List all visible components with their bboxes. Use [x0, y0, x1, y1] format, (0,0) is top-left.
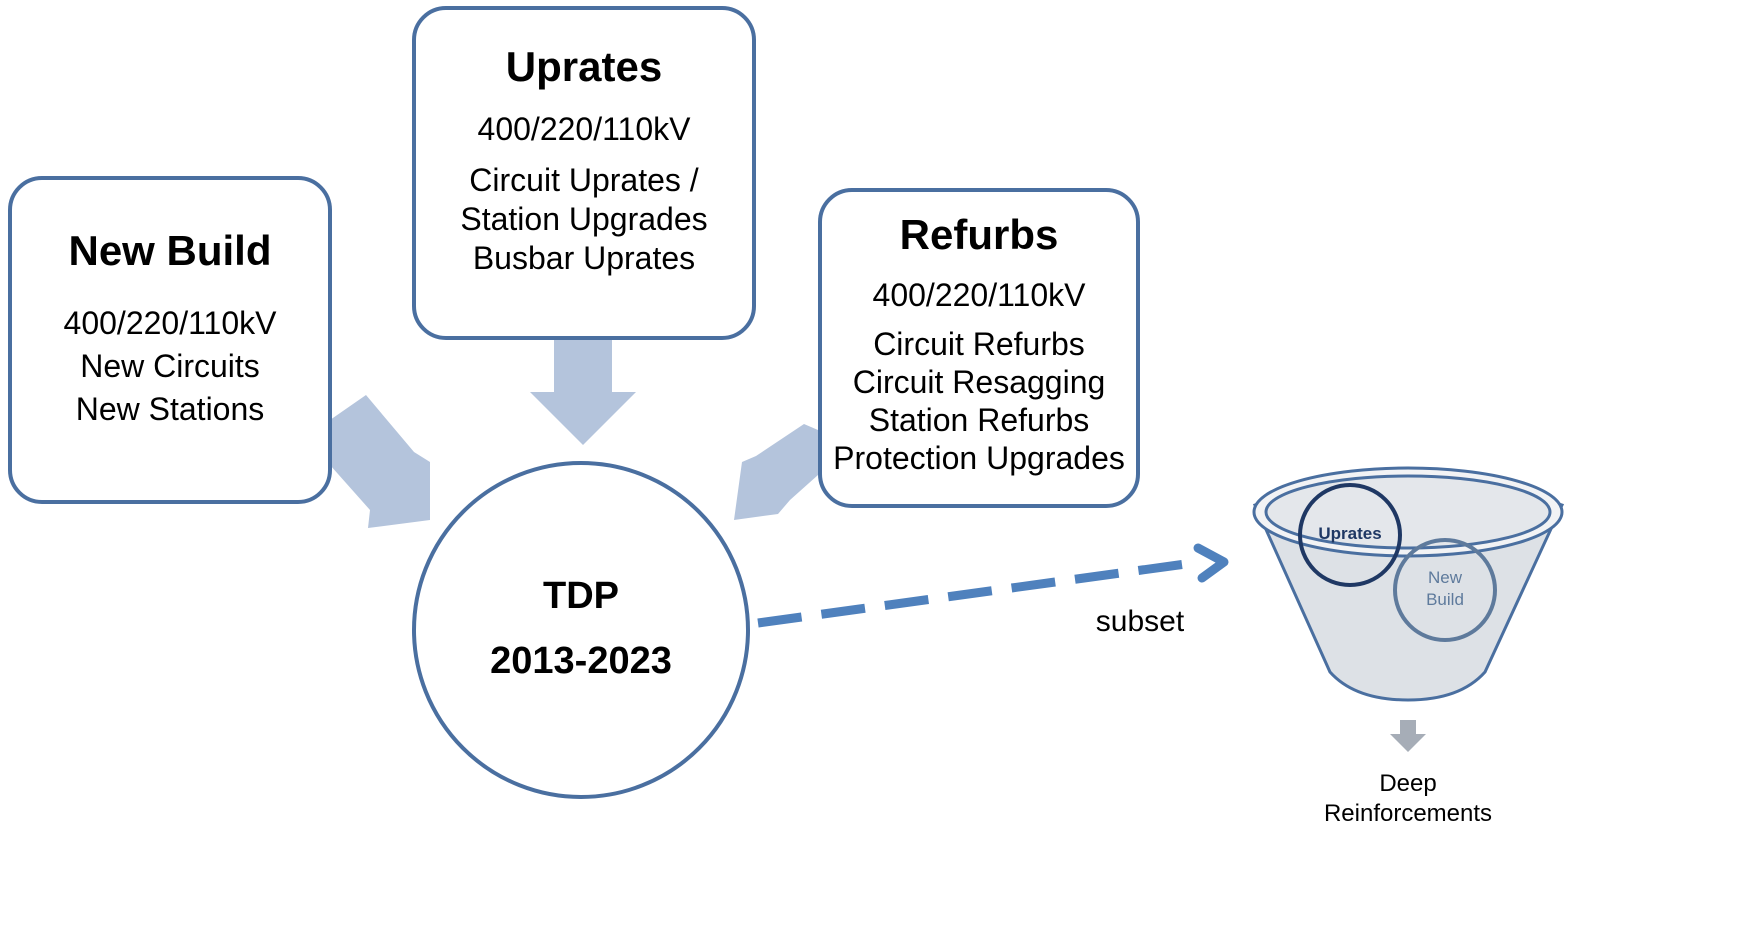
new-build-voltage: 400/220/110kV — [63, 305, 277, 341]
new-build-title: New Build — [68, 227, 272, 274]
new-build-stations: New Stations — [75, 391, 265, 427]
deep-reinforcements-line1: Deep — [1379, 770, 1437, 797]
refurbs-circuit-resagging: Circuit Resagging — [852, 364, 1106, 400]
new-build-circuits: New Circuits — [80, 348, 260, 384]
deep-reinforcements-line2: Reinforcements — [1323, 800, 1493, 827]
uprates-arrow — [530, 340, 636, 445]
funnel-new-build-label-line1: New — [1427, 568, 1462, 587]
subset-label: subset — [1095, 605, 1185, 638]
subset-arrowhead — [1193, 543, 1229, 583]
uprates-box: Uprates 400/220/110kV Circuit Uprates / … — [412, 6, 756, 340]
funnel-uprates-circle — [1298, 483, 1402, 587]
uprates-details: Circuit Uprates / Station Upgrades Busba… — [416, 161, 752, 278]
tdp-title: TDP — [543, 575, 619, 617]
uprates-station-upgrades: Station Upgrades — [460, 201, 708, 237]
funnel-rim-inner — [1264, 474, 1552, 550]
new-build-box: New Build 400/220/110kV New Circuits New… — [8, 176, 332, 504]
tdp-period: 2013-2023 — [490, 640, 672, 682]
refurbs-protection-upgrades: Protection Upgrades — [833, 440, 1125, 476]
refurbs-title: Refurbs — [899, 211, 1059, 258]
uprates-busbar-uprates: Busbar Uprates — [472, 240, 696, 276]
refurbs-voltage: 400/220/110kV — [872, 277, 1086, 313]
funnel-new-build-circle — [1393, 538, 1497, 642]
refurbs-details: Circuit Refurbs Circuit Resagging Statio… — [822, 325, 1136, 477]
new-build-details: 400/220/110kV New Circuits New Stations — [12, 302, 328, 431]
uprates-voltage: 400/220/110kV — [477, 111, 691, 147]
new-build-arrow — [330, 395, 430, 528]
funnel-uprates-label: Uprates — [1318, 524, 1382, 543]
uprates-title: Uprates — [505, 43, 663, 90]
subset-dashed-arrow — [757, 557, 1201, 628]
uprates-circuit-uprates: Circuit Uprates / — [469, 162, 699, 198]
deep-reinforcements-arrow — [1390, 720, 1426, 752]
funnel-new-build-label-line2: Build — [1426, 590, 1464, 609]
refurbs-station-refurbs: Station Refurbs — [868, 402, 1090, 438]
refurbs-circuit-refurbs: Circuit Refurbs — [873, 326, 1085, 362]
refurbs-arrow — [734, 424, 818, 520]
refurbs-box: Refurbs 400/220/110kV Circuit Refurbs Ci… — [818, 188, 1140, 508]
tdp-circle — [412, 461, 750, 799]
